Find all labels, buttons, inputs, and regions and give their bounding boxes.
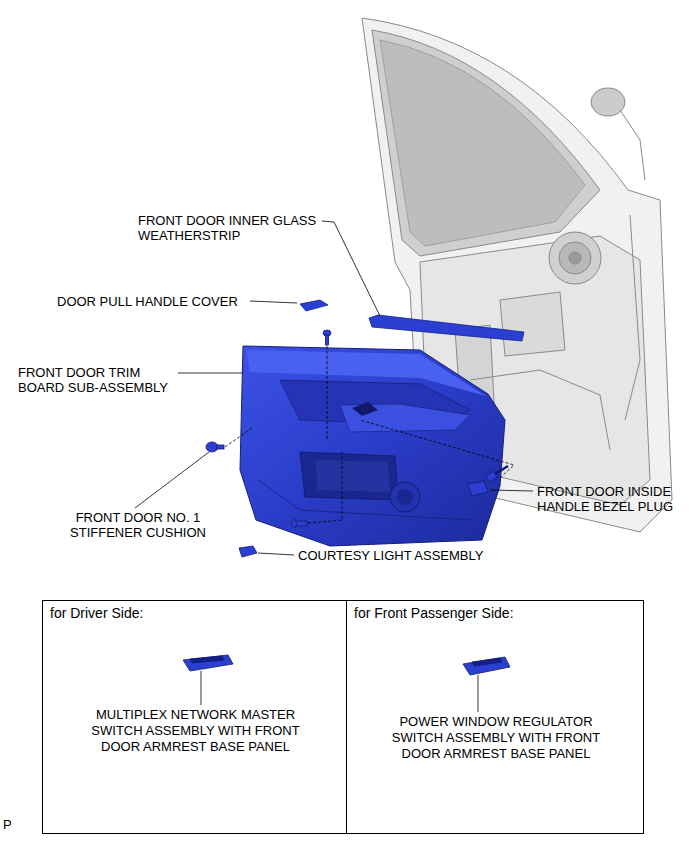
variant-panel: for Driver Side: MULTIPLEX NETWORK MASTER… [42, 600, 347, 834]
part-name: FRONT DOOR TRIM BOARD SUB-ASSEMBLY [18, 365, 178, 395]
trim-board [240, 346, 505, 546]
part-name: FRONT DOOR INSIDE HANDLE BEZEL PLUG [537, 484, 682, 514]
part-name: COURTESY LIGHT ASSEMBLY [298, 548, 498, 563]
part-name: POWER WINDOW REGULATOR SWITCH ASSEMBLY W… [386, 714, 606, 762]
figure-code: P [3, 817, 23, 832]
variant-panel: for Front Passenger Side: POWER WINDOW RE… [346, 600, 644, 834]
panel-heading: for Driver Side: [50, 605, 143, 622]
panel-heading: for Front Passenger Side: [354, 605, 514, 622]
pull-handle-cover [300, 300, 328, 311]
weatherstrip [369, 315, 524, 341]
part-name: MULTIPLEX NETWORK MASTER SWITCH ASSEMBLY… [86, 707, 306, 755]
fasteners [206, 330, 508, 557]
install-lines [225, 346, 514, 523]
part-name: FRONT DOOR INNER GLASS WEATHERSTRIP [138, 213, 330, 243]
part-name: DOOR PULL HANDLE COVER [57, 294, 257, 309]
part-name: FRONT DOOR NO. 1 STIFFENER CUSHION [62, 510, 214, 540]
